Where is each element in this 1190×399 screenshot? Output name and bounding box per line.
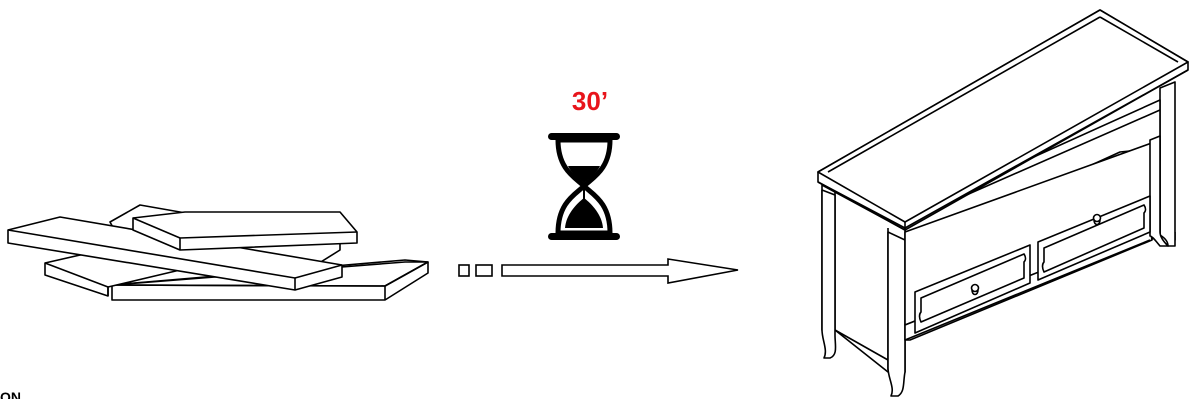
cabinet-icon xyxy=(817,9,1189,397)
assembly-time-label: 30’ xyxy=(571,86,609,116)
arrow-icon xyxy=(458,258,739,284)
planks-icon xyxy=(7,204,429,301)
hourglass-icon xyxy=(548,133,620,240)
corner-text: ON xyxy=(0,390,21,399)
plank-top xyxy=(132,211,358,251)
plank-diagonal xyxy=(7,216,343,291)
